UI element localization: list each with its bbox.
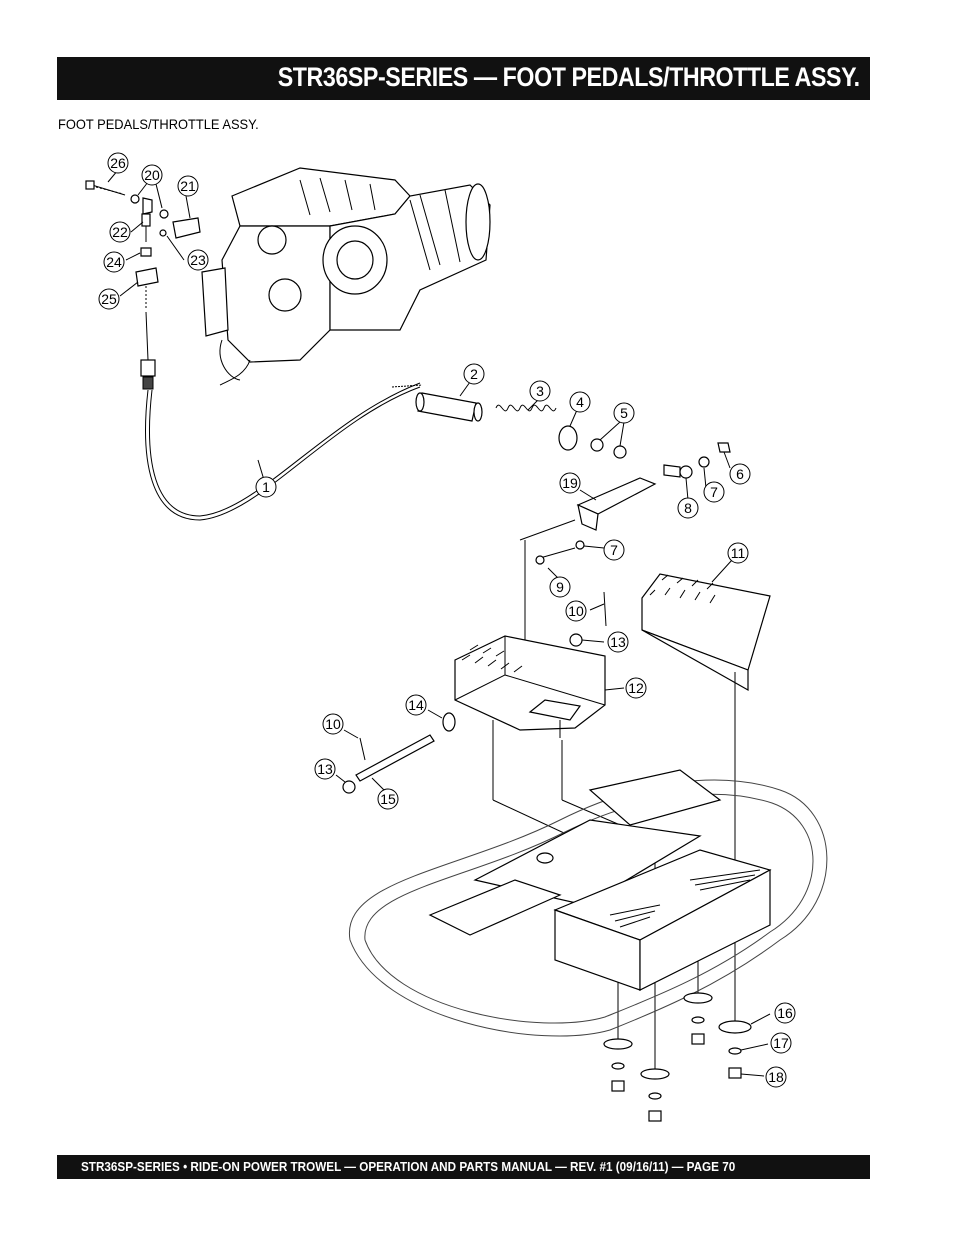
- pedal-shaft-15: [342, 712, 456, 794]
- svg-text:18: 18: [768, 1069, 784, 1085]
- callout-15: 15: [377, 788, 399, 810]
- footer-text: STR36SP-SERIES • RIDE-ON POWER TROWEL — …: [81, 1159, 736, 1174]
- svg-text:3: 3: [536, 383, 544, 399]
- svg-text:20: 20: [144, 167, 160, 183]
- hardware-stacks: [603, 992, 771, 1122]
- callout-10-upper: 10: [565, 600, 587, 622]
- throttle-linkage-parts: [85, 180, 423, 521]
- svg-text:24: 24: [106, 254, 122, 270]
- callout-8: 8: [677, 497, 699, 519]
- svg-text:19: 19: [562, 475, 578, 491]
- svg-text:17: 17: [773, 1035, 789, 1051]
- engine-illustration: [201, 167, 491, 386]
- svg-text:21: 21: [180, 178, 196, 194]
- svg-text:8: 8: [684, 500, 692, 516]
- svg-text:13: 13: [610, 634, 626, 650]
- svg-text:14: 14: [408, 697, 424, 713]
- pedal-cover-11: [641, 573, 771, 692]
- svg-text:11: 11: [731, 545, 746, 561]
- svg-text:25: 25: [101, 291, 117, 307]
- callout-21: 21: [177, 175, 199, 197]
- callout-19: 19: [559, 472, 581, 494]
- page-footer-bar: STR36SP-SERIES • RIDE-ON POWER TROWEL — …: [57, 1155, 870, 1179]
- svg-text:9: 9: [556, 579, 564, 595]
- callout-6: 6: [729, 463, 751, 485]
- trowel-frame-illustration: [349, 769, 828, 1037]
- callout-18: 18: [765, 1066, 787, 1088]
- svg-text:5: 5: [620, 405, 628, 421]
- callout-12: 12: [625, 677, 647, 699]
- svg-text:23: 23: [190, 252, 206, 268]
- callout-2: 2: [463, 363, 485, 385]
- callout-20: 20: [141, 164, 163, 186]
- svg-text:4: 4: [576, 394, 584, 410]
- svg-text:13: 13: [317, 761, 333, 777]
- svg-text:2: 2: [470, 366, 478, 382]
- svg-text:16: 16: [777, 1005, 793, 1021]
- callout-14: 14: [405, 694, 427, 716]
- pedal-linkage-parts: [415, 392, 731, 647]
- callout-9: 9: [549, 576, 571, 598]
- callout-13-lower: 13: [314, 758, 336, 780]
- page-title: STR36SP-SERIES — FOOT PEDALS/THROTTLE AS…: [278, 62, 860, 92]
- section-subtitle: FOOT PEDALS/THROTTLE ASSY.: [58, 116, 259, 132]
- svg-text:6: 6: [736, 466, 744, 482]
- svg-text:12: 12: [628, 680, 644, 696]
- callout-25: 25: [98, 288, 120, 310]
- callout-26: 26: [107, 152, 129, 174]
- svg-text:15: 15: [380, 791, 396, 807]
- page-header-bar: STR36SP-SERIES — FOOT PEDALS/THROTTLE AS…: [57, 57, 870, 100]
- svg-text:22: 22: [112, 224, 128, 240]
- svg-text:7: 7: [610, 542, 618, 558]
- svg-text:10: 10: [325, 716, 341, 732]
- callout-24: 24: [103, 251, 125, 273]
- callout-4: 4: [569, 391, 591, 413]
- callout-16: 16: [774, 1002, 796, 1024]
- callout-17: 17: [770, 1032, 792, 1054]
- callout-7-lower: 7: [603, 539, 625, 561]
- svg-text:26: 26: [110, 155, 126, 171]
- callout-7-upper: 7: [703, 481, 725, 503]
- callout-10-lower: 10: [322, 713, 344, 735]
- callout-leaders: [107, 169, 733, 793]
- callout-13-upper: 13: [607, 631, 629, 653]
- callout-11: 11: [727, 542, 749, 564]
- pedal-bracket-12: [454, 635, 606, 738]
- callout-1: 1: [255, 476, 277, 498]
- svg-text:7: 7: [710, 484, 718, 500]
- callout-22: 22: [109, 221, 131, 243]
- callout-3: 3: [529, 380, 551, 402]
- svg-text:1: 1: [262, 479, 270, 495]
- svg-text:10: 10: [568, 603, 584, 619]
- callout-5: 5: [613, 402, 635, 424]
- callout-23: 23: [187, 249, 209, 271]
